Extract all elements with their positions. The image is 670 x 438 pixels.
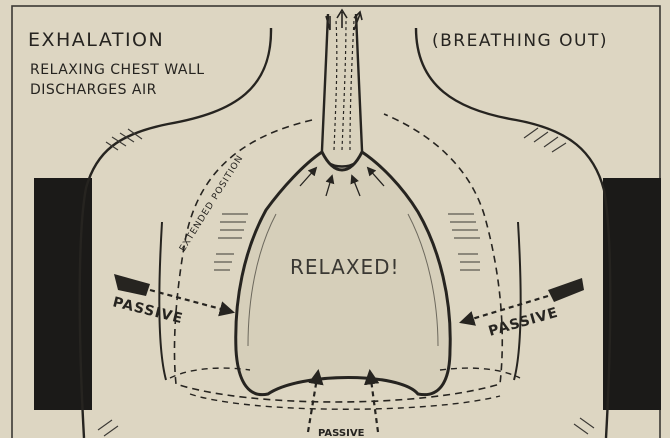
right-dark-panel — [603, 178, 661, 410]
corner-label: (BREATHING OUT) — [432, 31, 608, 51]
subtitle-line1: RELAXING CHEST WALL — [30, 62, 205, 78]
subtitle-line2: DISCHARGES AIR — [30, 82, 157, 98]
center-label: RELAXED! — [290, 255, 400, 279]
passive-bottom-label: PASSIVE — [318, 428, 365, 438]
title-label: EXHALATION — [28, 29, 164, 51]
